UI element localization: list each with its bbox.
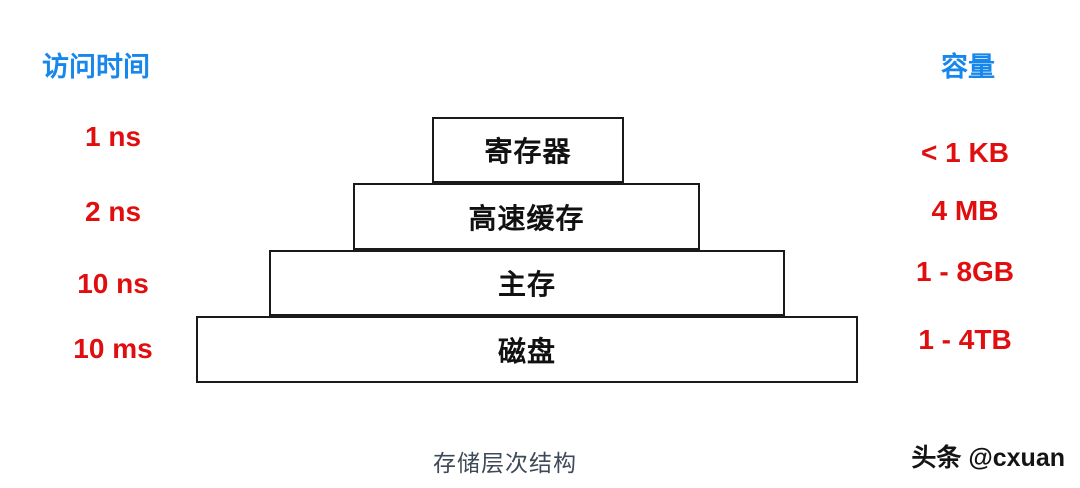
pyramid-layer-disk-label: 磁盘 <box>497 335 556 367</box>
watermark: 头条 @cxuan <box>911 444 1065 472</box>
time-value-cache: 2 ns <box>84 196 142 227</box>
time-value-register: 1 ns <box>84 121 142 152</box>
pyramid-layer-register: 寄存器 <box>432 117 624 183</box>
diagram-caption: 存储层次结构 <box>433 450 577 476</box>
capacity-value-cache: 4 MB <box>931 195 999 226</box>
access-time-header: 访问时间 <box>42 52 150 82</box>
time-value-main-memory: 10 ns <box>77 268 149 299</box>
pyramid-layer-disk: 磁盘 <box>196 316 858 383</box>
pyramid-layer-register-label: 寄存器 <box>484 136 572 167</box>
pyramid-layer-cache: 高速缓存 <box>353 183 700 250</box>
capacity-value-register: < 1 KB <box>921 137 1009 168</box>
pyramid-layer-main-memory-label: 主存 <box>497 269 556 300</box>
time-value-disk: 10 ms <box>73 333 153 364</box>
pyramid-layer-cache-label: 高速缓存 <box>468 202 585 234</box>
capacity-header: 容量 <box>941 52 995 82</box>
pyramid-layer-main-memory: 主存 <box>269 250 785 316</box>
capacity-value-main-memory: 1 - 8GB <box>915 256 1015 287</box>
capacity-value-disk: 1 - 4TB <box>918 324 1012 355</box>
